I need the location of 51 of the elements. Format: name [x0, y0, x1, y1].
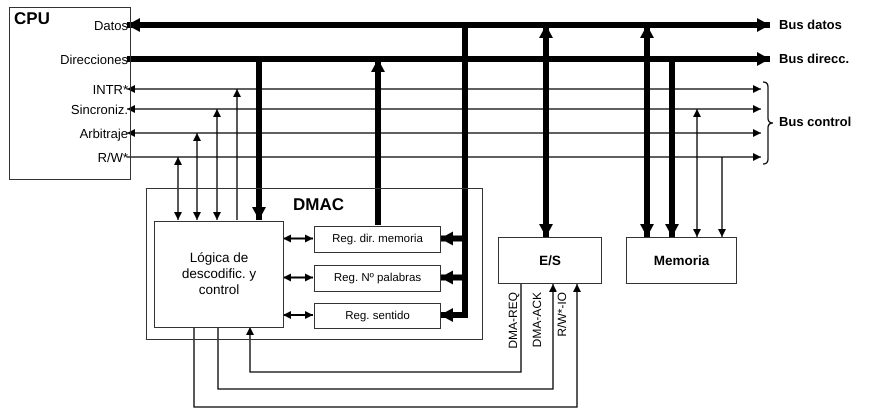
register-label: Reg. dir. memoria [331, 233, 424, 246]
signal-arrow [127, 85, 761, 93]
bus-arrow [127, 52, 770, 66]
signal-arrow [693, 109, 701, 237]
signal-arrow [193, 133, 201, 220]
register-box [314, 303, 441, 329]
block-label: Memoria [652, 253, 710, 269]
signal-label: INTR* [80, 82, 128, 98]
signal-arrow [283, 311, 313, 319]
edge-label: DMA-REQ [507, 292, 519, 349]
bus-arrow [640, 25, 654, 237]
signal-arrow [127, 129, 761, 137]
register-label: Reg. sentido [344, 310, 411, 324]
memory-box [626, 237, 737, 284]
signal-arrow [283, 234, 313, 242]
register-box [314, 265, 441, 292]
io-box [498, 237, 602, 284]
signal-label: Datos [76, 18, 128, 34]
register-label: Reg. Nº palabras [332, 272, 422, 286]
register-box [314, 226, 441, 253]
bus-arrow [665, 59, 679, 237]
signal-arrow [718, 157, 726, 237]
signal-arrow [213, 109, 221, 220]
bus-arrow [371, 59, 385, 225]
signal-arrow [233, 89, 241, 220]
cpu-box [9, 7, 131, 180]
bus-label: Bus control [779, 115, 852, 130]
signal-arrow [217, 284, 557, 390]
bus-arrow [252, 59, 266, 220]
signal-label: Sincroniz. [60, 102, 128, 118]
dmac-box [146, 188, 483, 340]
edge-label: R/W*-IO [556, 292, 568, 337]
signal-arrow [127, 105, 761, 113]
bus-arrow [127, 18, 770, 32]
bus-arrow [539, 25, 553, 237]
signal-arrow [246, 284, 522, 373]
signal-label: R/W* [80, 150, 128, 166]
block-label: E/S [538, 253, 562, 269]
signal-arrow [283, 274, 313, 282]
signal-arrow [193, 284, 581, 408]
logic-block [154, 221, 284, 328]
block-title: CPU [14, 9, 50, 29]
signal-label: Direcciones [44, 52, 128, 68]
signal-arrow [174, 157, 182, 220]
signal-arrow [127, 153, 761, 161]
block-title: DMAC [293, 195, 344, 215]
edge-label: DMA-ACK [531, 292, 543, 348]
signal-label: Arbitraje [62, 126, 128, 142]
block-label: Lógica de descodific. y control [180, 250, 258, 299]
bus-label: Bus direcc. [770, 51, 864, 67]
bus-label: Bus datos [770, 17, 860, 33]
